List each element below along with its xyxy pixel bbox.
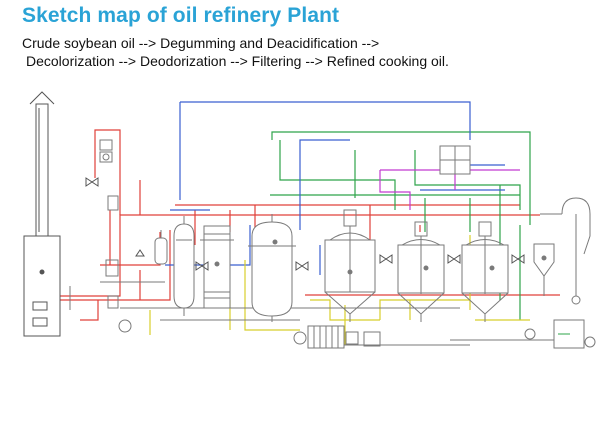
crude-oil-vessel — [173, 216, 195, 316]
heat-exchanger — [200, 225, 234, 309]
process-flow-line-1: Crude soybean oil --> Degumming and Deac… — [22, 35, 380, 51]
decolorizing-tank — [397, 221, 445, 322]
circulating-pump — [118, 319, 596, 348]
process-flow-line-2: Decolorization --> Deodorization --> Fil… — [26, 53, 449, 69]
page-title: Sketch map of oil refinery Plant — [22, 4, 340, 27]
small-tank — [154, 230, 168, 265]
water-tank — [553, 319, 585, 349]
storage-tank — [248, 214, 296, 322]
deodorizing-tank — [461, 221, 509, 322]
bag-filter — [533, 243, 555, 296]
water-pipes — [270, 131, 531, 320]
condenser — [439, 145, 471, 175]
frame-filter-press — [307, 325, 381, 349]
steam-separator — [99, 139, 113, 163]
condensate-drum — [105, 195, 119, 309]
chimney-furnace — [23, 91, 61, 337]
steam-ejector — [540, 197, 591, 305]
valves — [85, 177, 525, 271]
degumming-tank — [324, 209, 376, 322]
